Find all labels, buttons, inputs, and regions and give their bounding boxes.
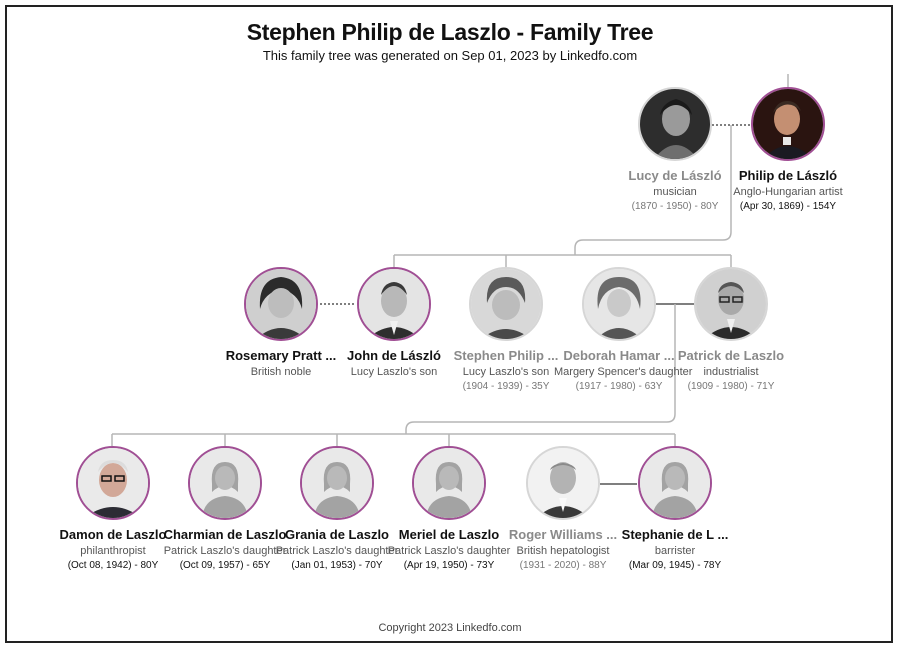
page-title: Stephen Philip de Laszlo - Family Tree <box>246 19 654 45</box>
avatar-placeholder-icon <box>412 446 486 520</box>
portrait-photo <box>357 267 431 341</box>
person-description: barrister <box>654 545 696 557</box>
person-name: Rosemary Pratt ... <box>225 348 337 363</box>
person-name: Grania de Laszlo <box>284 527 390 542</box>
person-name: Patrick de Laszlo <box>677 348 785 363</box>
person-dates: (Apr 30, 1869) - 154Y <box>739 201 837 212</box>
portrait-photo <box>244 267 318 341</box>
descent-line-gen2 <box>405 304 676 434</box>
person-roger[interactable]: Roger Williams ... British hepatologist … <box>498 446 628 571</box>
person-description: Patrick Laszlo's daughter <box>387 545 511 557</box>
person-dates: (Apr 19, 1950) - 73Y <box>403 560 495 571</box>
person-description: philanthropist <box>80 545 146 557</box>
person-name: Meriel de Laszlo <box>398 527 500 542</box>
person-description: British hepatologist <box>516 545 610 557</box>
portrait-photo <box>751 87 825 161</box>
person-name: Philip de László <box>738 168 838 183</box>
portrait-photo <box>526 446 600 520</box>
copyright-footer: Copyright 2023 Linkedfo.com <box>378 622 522 634</box>
person-dates: (Mar 09, 1945) - 78Y <box>628 560 722 571</box>
person-dates: (1917 - 1980) - 63Y <box>575 381 663 392</box>
person-description: Anglo-Hungarian artist <box>733 186 843 198</box>
person-dates: (1931 - 2020) - 88Y <box>519 560 607 571</box>
portrait-photo <box>638 87 712 161</box>
person-dates: (Jan 01, 1953) - 70Y <box>291 560 383 571</box>
person-description: Margery Spencer's daughter <box>554 366 693 378</box>
person-grania[interactable]: Grania de Laszlo Patrick Laszlo's daught… <box>272 446 402 571</box>
person-description: British noble <box>250 366 312 378</box>
person-stephen[interactable]: Stephen Philip ... Lucy Laszlo's son (19… <box>441 267 571 392</box>
person-description: musician <box>653 186 697 198</box>
person-dates: (Oct 09, 1957) - 65Y <box>179 560 271 571</box>
person-charmian[interactable]: Charmian de Laszlo Patrick Laszlo's daug… <box>160 446 290 571</box>
person-dates: (1904 - 1939) - 35Y <box>462 381 550 392</box>
portrait-photo <box>76 446 150 520</box>
person-philip[interactable]: Philip de László Anglo-Hungarian artist … <box>723 87 853 212</box>
person-name: Deborah Hamar ... <box>563 348 675 363</box>
person-description: industrialist <box>703 366 759 378</box>
person-stephanie[interactable]: Stephanie de L ... barrister (Mar 09, 19… <box>610 446 740 571</box>
person-description: Lucy Laszlo's son <box>462 366 550 378</box>
avatar-placeholder-icon <box>638 446 712 520</box>
page-frame <box>5 5 893 643</box>
descent-line-gen1 <box>574 125 732 255</box>
person-name: Stephanie de L ... <box>621 527 729 542</box>
person-name: Stephen Philip ... <box>453 348 559 363</box>
person-dates: (1909 - 1980) - 71Y <box>687 381 775 392</box>
avatar-placeholder-icon <box>188 446 262 520</box>
person-name: John de László <box>347 348 441 363</box>
person-deborah[interactable]: Deborah Hamar ... Margery Spencer's daug… <box>554 267 693 392</box>
person-damon[interactable]: Damon de Laszlo philanthropist (Oct 08, … <box>48 446 178 571</box>
page-subtitle: This family tree was generated on Sep 01… <box>262 48 638 63</box>
portrait-photo <box>582 267 656 341</box>
portrait-photo <box>469 267 543 341</box>
avatar-placeholder-icon <box>300 446 374 520</box>
person-dates: (1870 - 1950) - 80Y <box>631 201 719 212</box>
person-name: Roger Williams ... <box>508 527 618 542</box>
person-patrick[interactable]: Patrick de Laszlo industrialist (1909 - … <box>666 267 796 392</box>
person-meriel[interactable]: Meriel de Laszlo Patrick Laszlo's daught… <box>384 446 514 571</box>
person-name: Lucy de László <box>628 168 722 183</box>
person-description: Lucy Laszlo's son <box>350 366 438 378</box>
person-rosemary[interactable]: Rosemary Pratt ... British noble <box>216 267 346 381</box>
person-dates: (Oct 08, 1942) - 80Y <box>67 560 159 571</box>
person-john[interactable]: John de László Lucy Laszlo's son <box>329 267 459 381</box>
person-lucy[interactable]: Lucy de László musician (1870 - 1950) - … <box>610 87 740 212</box>
person-description: Patrick Laszlo's daughter <box>275 545 399 557</box>
person-name: Damon de Laszlo <box>59 527 167 542</box>
portrait-photo <box>694 267 768 341</box>
person-name: Charmian de Laszlo <box>163 527 287 542</box>
person-description: Patrick Laszlo's daughter <box>163 545 287 557</box>
